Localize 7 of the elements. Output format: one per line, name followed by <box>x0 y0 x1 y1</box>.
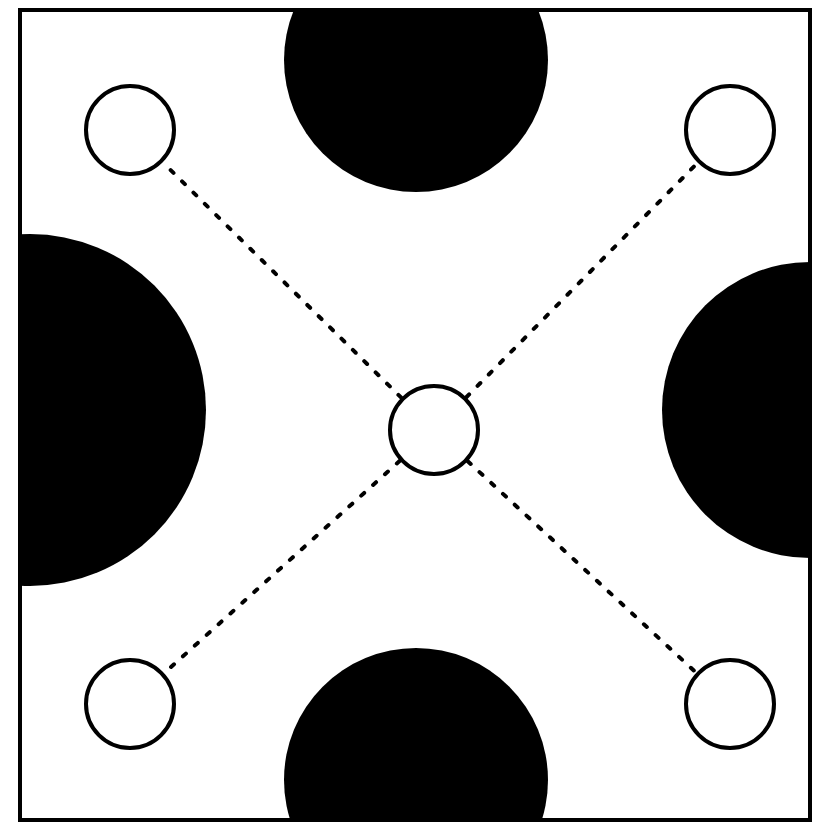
dotted-line <box>465 459 699 675</box>
dotted-line <box>464 160 700 400</box>
circle <box>84 658 176 750</box>
circle <box>684 84 776 176</box>
circle <box>84 84 176 176</box>
circle <box>388 384 480 476</box>
circle <box>684 658 776 750</box>
